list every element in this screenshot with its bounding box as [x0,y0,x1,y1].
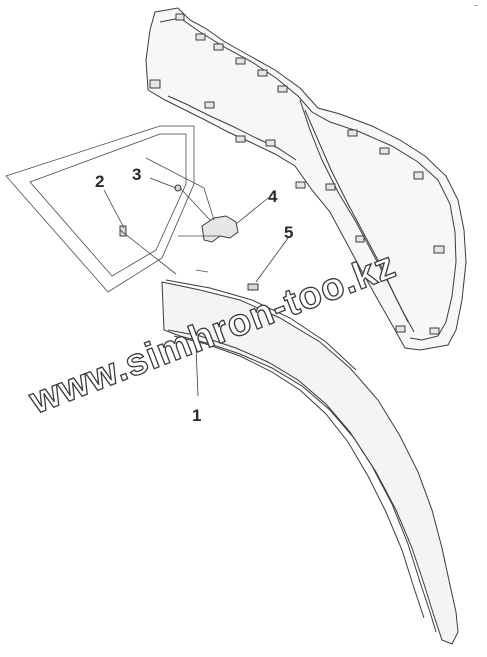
trim-strip-part-1 [161,279,459,645]
clip-icon [265,139,276,147]
clip-icon [257,69,268,77]
callout-4: 4 [268,187,278,206]
clip-icon [175,13,185,21]
clip-icon [149,79,161,89]
clip-icon [213,43,224,51]
callout-leaders [103,177,289,397]
clip-icon [325,183,336,191]
clip-icon [433,245,445,254]
clip-icon [277,85,288,93]
clip-icon [295,181,306,189]
callout-2: 2 [95,172,104,191]
clip-icon [413,171,424,180]
clip-icon [195,33,206,41]
clip-icon [235,57,246,65]
clip-icon [379,147,390,155]
clip-icon [235,135,246,143]
clip-icon [347,129,358,137]
clip-part-5 [247,283,259,291]
corner-mark: ~ [474,3,478,10]
callout-5: 5 [284,223,293,242]
side-cover-panel [145,7,467,351]
assembly-guide-lines [5,125,220,293]
clip-icon [355,235,365,243]
panel-clip-row [149,13,445,335]
clip-icon [204,101,215,109]
callout-3: 3 [132,165,141,184]
clip-icon [247,283,259,291]
bracket-icon [201,215,239,243]
clip-icon [395,325,406,333]
bracket-part-4 [201,215,239,243]
callout-1: 1 [192,406,201,425]
clip-icon [429,327,440,335]
